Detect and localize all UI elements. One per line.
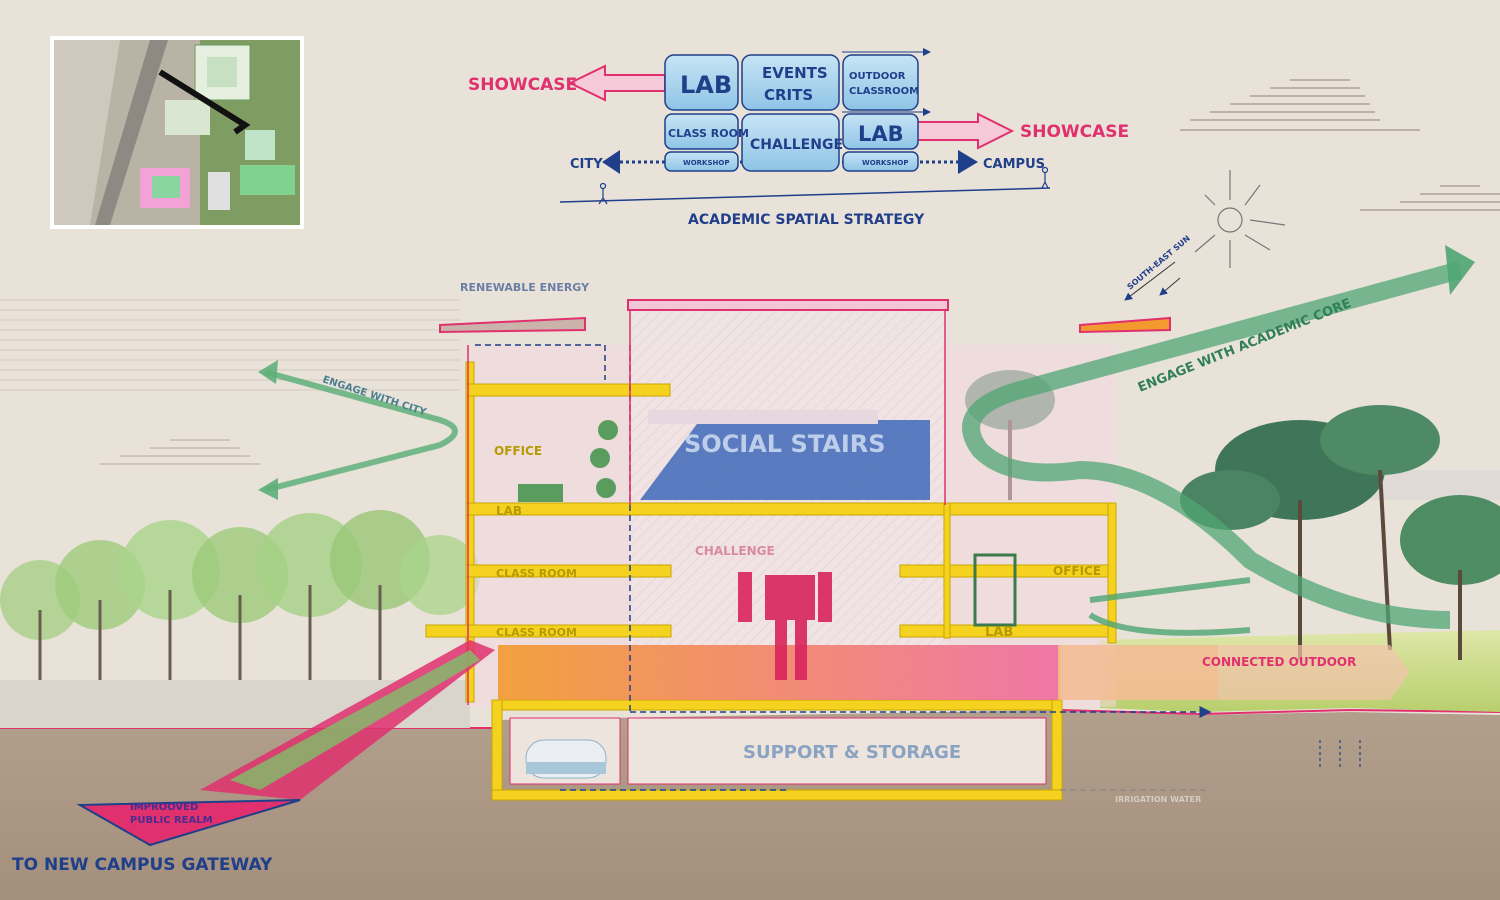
renewable-energy-label: RENEWABLE ENERGY — [460, 281, 590, 294]
engage-with-academic-core-arrow — [962, 261, 1463, 629]
sky-hatching — [0, 299, 460, 391]
room-lab-left: LAB — [496, 504, 522, 518]
public-realm-label: PUBLIC REALM — [130, 815, 213, 826]
connected-outdoor-label: CONNECTED OUTDOOR — [1202, 655, 1356, 669]
box-lab-right — [842, 113, 919, 150]
box-workshop-right — [842, 151, 919, 172]
box-classroom-label: CLASS ROOM — [668, 127, 749, 140]
sun-rays-arrows — [1124, 261, 1181, 301]
connected-outdoor-band — [1060, 645, 1410, 700]
campus-arrow — [958, 150, 978, 174]
strategy-title: ACADEMIC SPATIAL STRATEGY — [688, 212, 925, 228]
box-outdoor-classroom — [842, 54, 919, 111]
robot-figure — [738, 572, 832, 680]
box-outdoor-label: OUTDOOR — [849, 71, 906, 82]
box-lab-top-label: LAB — [680, 71, 732, 99]
showcase-left-label: SHOWCASE — [468, 75, 577, 95]
box-workshop-right-label: WORKSHOP — [862, 159, 908, 167]
showcase-right-label: SHOWCASE — [1020, 122, 1129, 142]
room-lab-right: LAB — [985, 625, 1013, 640]
academic-spatial-strategy — [559, 48, 1051, 205]
challenge-section-label: CHALLENGE — [695, 544, 775, 558]
room-office-right: OFFICE — [1053, 564, 1101, 578]
public-realm-ramp — [76, 640, 495, 847]
box-events-label: EVENTS — [762, 64, 828, 82]
city-arrow — [602, 150, 620, 174]
box-challenge — [741, 113, 840, 172]
box-lab-right-label: LAB — [858, 122, 904, 146]
box-workshop-left-label: WORKSHOP — [683, 159, 729, 167]
social-stairs-label: SOCIAL STAIRS — [684, 430, 886, 458]
box-crits-label: CRITS — [764, 86, 813, 104]
showcase-right-arrow — [914, 112, 1015, 150]
room-classroom-2: CLASS ROOM — [496, 626, 577, 639]
irrigation-water-label: IRRIGATION WATER — [1115, 795, 1201, 804]
box-challenge-label: CHALLENGE — [750, 137, 843, 153]
box-classroom — [664, 113, 739, 150]
cloud-left — [100, 439, 260, 465]
sun-icon — [1194, 170, 1286, 268]
gateway-arrow — [76, 799, 301, 847]
site-map-inset — [50, 36, 304, 229]
campus-gateway-label: TO NEW CAMPUS GATEWAY — [12, 855, 273, 875]
improved-label: IMPROOVED — [130, 802, 198, 813]
room-office-left: OFFICE — [494, 444, 542, 458]
cloud-right — [1180, 79, 1500, 211]
box-outdoor-classroom-label: CLASSROOM — [849, 86, 919, 97]
campus-label: CAMPUS — [983, 157, 1045, 172]
box-lab-top — [664, 54, 739, 111]
city-label: CITY — [570, 157, 603, 172]
room-classroom-1: CLASS ROOM — [496, 567, 577, 580]
ground — [0, 710, 1500, 900]
support-storage-label: SUPPORT & STORAGE — [743, 742, 961, 763]
box-events-crits — [741, 54, 840, 111]
engage-with-city-arrow — [264, 369, 458, 493]
box-workshop-left — [664, 151, 739, 172]
street-trees-left — [0, 510, 480, 728]
